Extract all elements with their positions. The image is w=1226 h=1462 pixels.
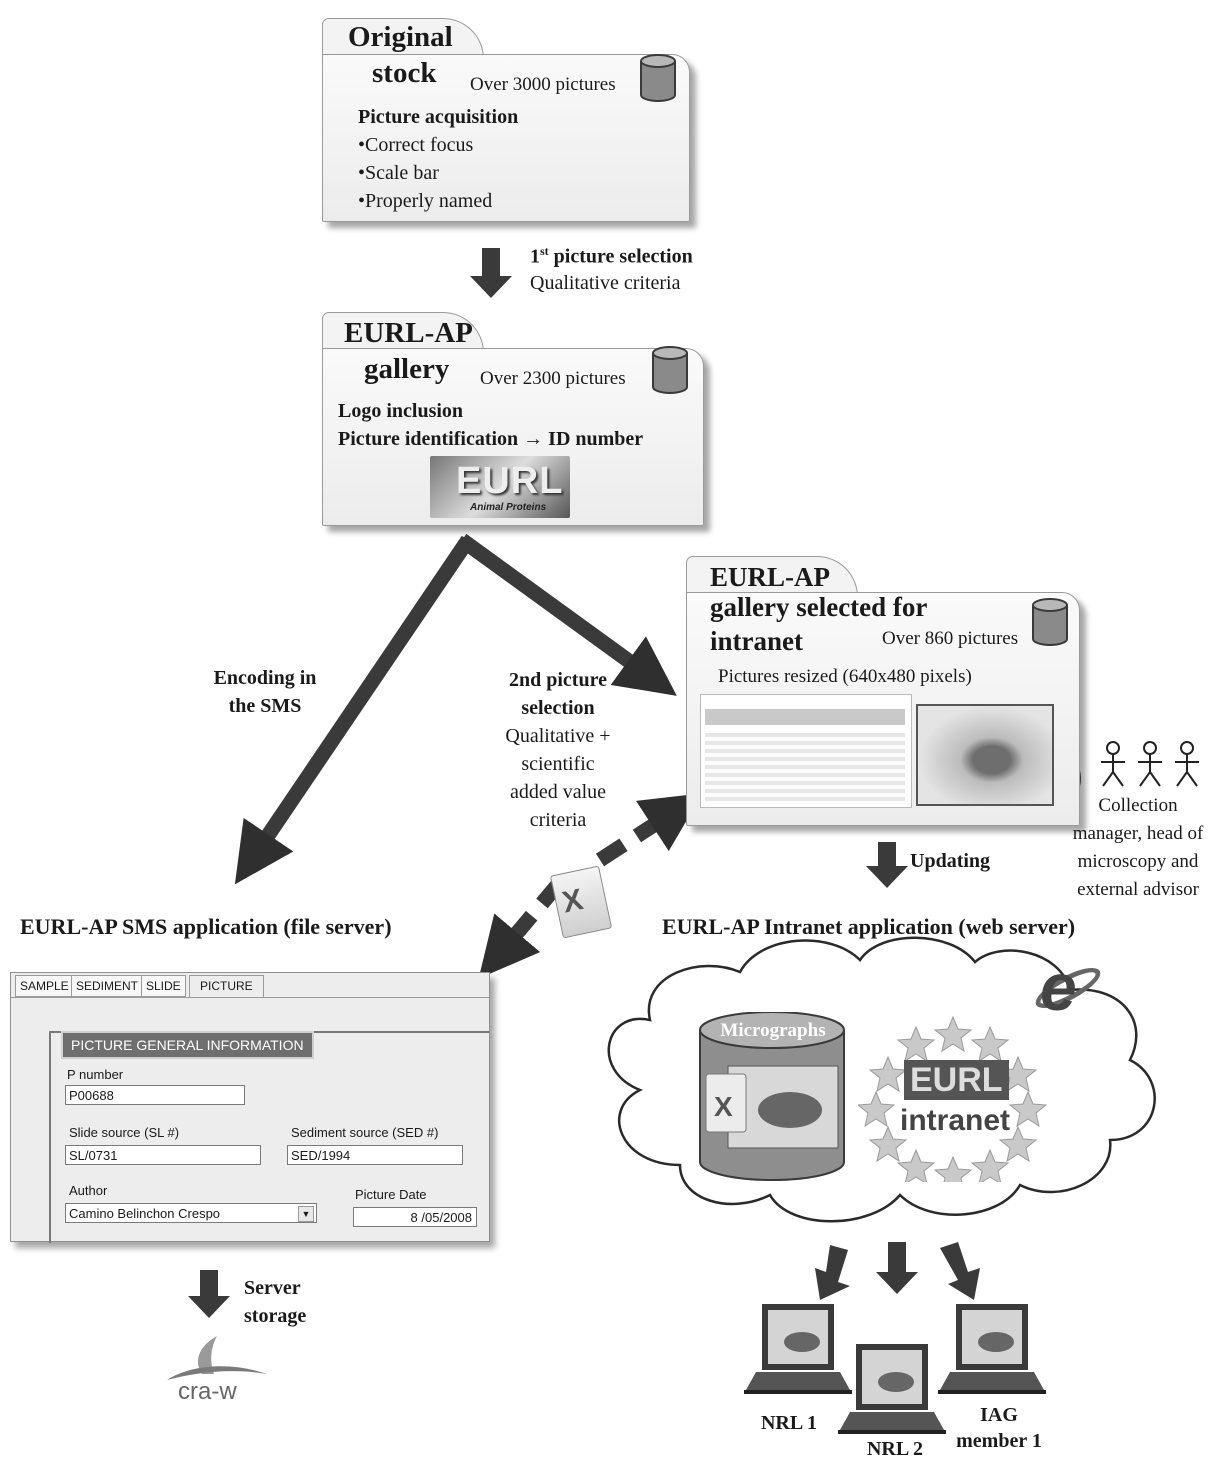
stock-bullet-1: •Correct focus (358, 134, 474, 156)
step2-title-line1: 2nd picture (509, 669, 607, 691)
slide-source-label: Slide source (SL #) (69, 1125, 180, 1140)
slide-source-field[interactable]: SL/0731 (65, 1145, 261, 1165)
database-icon (640, 54, 676, 102)
step2-label: 2nd picture selection Qualitative + scie… (478, 666, 638, 834)
people-note: Collection manager, head of microscopy a… (1050, 792, 1226, 904)
stock-title-line1: Original (348, 21, 453, 53)
tab-sample[interactable]: SAMPLE (15, 975, 74, 997)
step1-title-rest: picture selection (548, 245, 693, 268)
sediment-source-label: Sediment source (SED #) (291, 1125, 439, 1140)
stock-bullet-3: •Properly named (358, 190, 493, 212)
gallery-line1: Logo inclusion (338, 400, 464, 422)
step1-title: 1st picture selection (530, 244, 693, 269)
people-note-line1: Collection (1098, 795, 1178, 816)
people-note-line4: external advisor (1077, 879, 1199, 900)
stock-count: Over 3000 pictures (470, 74, 616, 95)
gallery-title-line1: EURL-AP (344, 317, 473, 349)
micrographs-database: X (699, 1012, 845, 1181)
original-stock-folder: Original stock Over 3000 pictures Pictur… (322, 18, 698, 222)
arrow-updating (866, 842, 908, 888)
resize-note: Pictures resized (640x480 pixels) (718, 666, 972, 687)
step1-title-sup: st (540, 244, 549, 258)
encoding-line1: Encoding in (213, 667, 317, 689)
tab-picture[interactable]: PICTURE (189, 975, 264, 998)
tab-slide[interactable]: SLIDE (141, 975, 186, 997)
p-number-field[interactable]: P00688 (65, 1085, 245, 1105)
iag-line1: IAG (980, 1404, 1018, 1426)
step2-criteria-3: added value (509, 781, 607, 803)
author-label: Author (69, 1183, 108, 1198)
table-thumbnail (700, 694, 912, 808)
cra-w-logo-mark (167, 1336, 267, 1380)
people-icon (1101, 741, 1199, 787)
server-storage-label: Server storage (244, 1274, 344, 1330)
encoding-line2: the SMS (228, 695, 302, 717)
intranet-heading: EURL-AP Intranet application (web server… (662, 914, 1076, 939)
stock-heading: Picture acquisition (358, 106, 519, 128)
arrow-storage (188, 1270, 230, 1318)
step1-subtitle: Qualitative criteria (530, 272, 681, 294)
intranet-gallery-folder: EURL-AP gallery selected for intranet Ov… (686, 556, 1084, 826)
encoding-label: Encoding in the SMS (190, 664, 340, 720)
arrows-to-laptops (815, 1242, 980, 1300)
step2-criteria-4: criteria (529, 809, 587, 831)
updating-label: Updating (910, 850, 991, 872)
dashed-sync-arrow-up (595, 793, 703, 867)
arrow-to-intranet-gallery (457, 533, 677, 696)
sediment-source-field[interactable]: SED/1994 (287, 1145, 463, 1165)
laptop-nrl1 (744, 1304, 852, 1394)
storage-line2: storage (244, 1305, 307, 1327)
chevron-down-icon[interactable]: ▼ (298, 1206, 314, 1222)
author-value: Camino Belinchon Crespo (69, 1206, 221, 1221)
picture-date-field[interactable]: 8 /05/2008 (353, 1207, 477, 1227)
eu-stars-icon (858, 1015, 1048, 1182)
laptop-nrl2 (838, 1344, 946, 1434)
iag-label: IAG member 1 (944, 1402, 1054, 1454)
people-note-line3: microscopy and (1077, 851, 1199, 872)
nrl1-label: NRL 1 (760, 1412, 818, 1434)
intranet-gallery-title-line1: EURL-AP (710, 562, 830, 592)
cra-w-logo-text: cra-w (178, 1378, 237, 1405)
gallery-title-line2: gallery (364, 353, 450, 385)
gallery-line2: Picture identification → ID number (338, 428, 644, 450)
step2-criteria-2: scientific (521, 753, 595, 775)
eurl-logo-sub: Animal Proteins (470, 502, 547, 513)
sms-form-window: SAMPLE SEDIMENT SLIDE PICTURE PICTURE GE… (10, 972, 490, 1243)
stock-title-line2: stock (372, 57, 437, 89)
storage-line1: Server (244, 1277, 301, 1299)
p-number-label: P number (67, 1067, 124, 1082)
eurl-logo: EURL Animal Proteins (430, 456, 570, 518)
arrow-down-1 (470, 248, 512, 298)
database-icon (1032, 598, 1068, 646)
intranet-gallery-count: Over 860 pictures (882, 628, 1019, 649)
intranet-logo-text: intranet (900, 1104, 1011, 1137)
sms-heading: EURL-AP SMS application (file server) (20, 914, 392, 939)
svg-text:X: X (714, 1091, 733, 1122)
picture-date-label: Picture Date (355, 1187, 427, 1202)
gallery-folder: EURL-AP gallery Over 2300 pictures Logo … (322, 312, 710, 526)
laptop-iag (938, 1304, 1046, 1394)
arrow-to-sms (234, 535, 475, 885)
micrograph-thumbnail (916, 704, 1054, 806)
nrl2-label: NRL 2 (866, 1438, 924, 1460)
people-note-line2: manager, head of (1072, 823, 1204, 844)
tab-sediment[interactable]: SEDIMENT (71, 975, 144, 997)
picture-info-title: PICTURE GENERAL INFORMATION (61, 1031, 314, 1059)
intranet-gallery-title-line2: gallery selected for (710, 592, 928, 622)
intranet-gallery-title-line3: intranet (710, 626, 803, 656)
eurl-logo-text: EURL (456, 460, 564, 502)
author-select[interactable]: Camino Belinchon Crespo ▼ (65, 1203, 317, 1223)
step2-criteria-1: Qualitative + (505, 725, 611, 747)
iag-line2: member 1 (956, 1430, 1042, 1452)
step1-title-num: 1 (530, 245, 540, 268)
step2-title-line2: selection (521, 697, 595, 719)
database-icon (652, 346, 688, 394)
dashed-sync-arrow (478, 877, 566, 979)
stock-bullet-2: •Scale bar (358, 162, 439, 184)
micrographs-label: Micrographs (720, 1020, 826, 1041)
gallery-count: Over 2300 pictures (480, 368, 626, 389)
browser-icon: e (1030, 954, 1106, 1020)
intranet-logo-eurl: EURL (904, 1060, 1009, 1100)
